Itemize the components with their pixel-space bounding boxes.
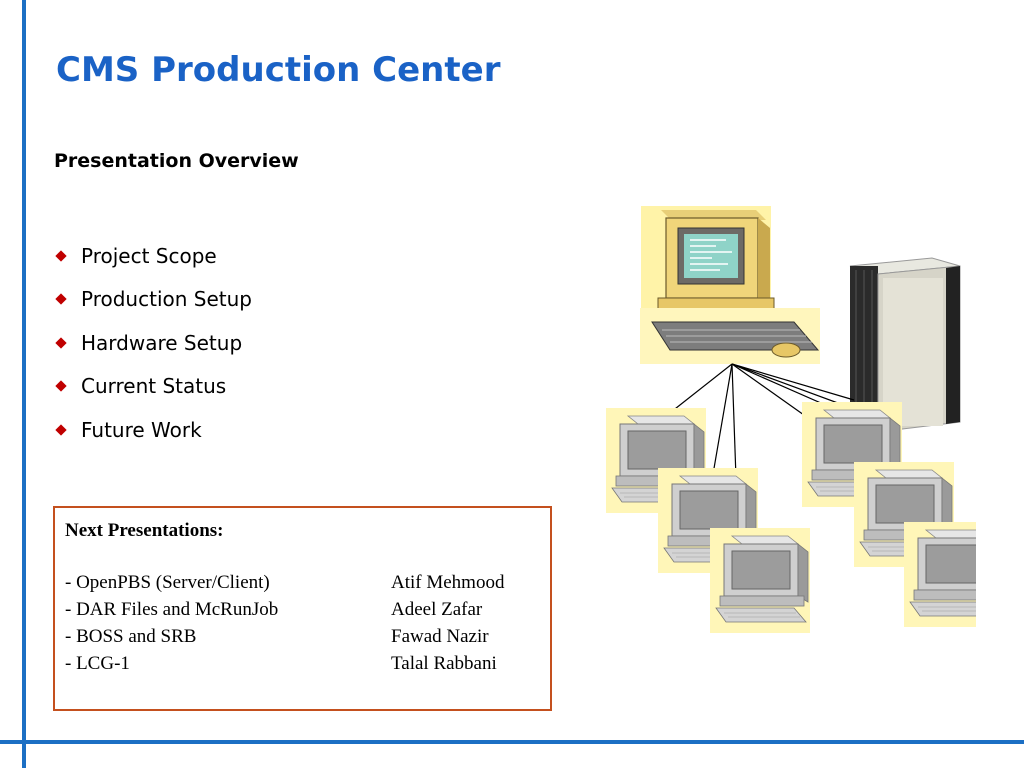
client-computer-icon (605, 401, 976, 634)
bullet-text: Production Setup (81, 287, 252, 312)
next-presentations-heading: Next Presentations: (65, 520, 224, 541)
next-presentations-box: Next Presentations: - OpenPBS (Server/Cl… (53, 506, 552, 711)
bullet-list: Project Scope Production Setup Hardware … (54, 234, 252, 452)
presenter-name: Adeel Zafar (391, 599, 483, 620)
diamond-bullet-icon (55, 250, 67, 262)
presentation-topic: - BOSS and SRB (65, 626, 197, 647)
bullet-item: Hardware Setup (54, 321, 252, 365)
bullet-text: Project Scope (81, 243, 217, 268)
presentation-row: - LCG-1 Talal Rabbani (65, 653, 545, 680)
workstation-icon (640, 206, 820, 364)
diamond-bullet-icon (55, 424, 67, 436)
slide-title: CMS Production Center (56, 50, 501, 90)
bottom-accent-line (0, 740, 1024, 744)
presentation-topic: - OpenPBS (Server/Client) (65, 572, 270, 593)
bullet-item: Production Setup (54, 278, 252, 322)
slide-subtitle: Presentation Overview (54, 150, 299, 172)
diamond-bullet-icon (55, 337, 67, 349)
diamond-bullet-icon (55, 293, 67, 305)
presentation-topic: - LCG-1 (65, 653, 130, 674)
bullet-text: Future Work (81, 417, 202, 442)
bullet-item: Project Scope (54, 234, 252, 278)
presentation-row: - OpenPBS (Server/Client) Atif Mehmood (65, 572, 545, 599)
presenter-name: Fawad Nazir (391, 626, 489, 647)
presentation-topic: - DAR Files and McRunJob (65, 599, 279, 620)
diamond-bullet-icon (55, 380, 67, 392)
bullet-item: Current Status (54, 365, 252, 409)
network-illustration (605, 206, 976, 634)
bullet-text: Current Status (81, 374, 227, 399)
presentation-row: - DAR Files and McRunJob Adeel Zafar (65, 599, 545, 626)
bullet-text: Hardware Setup (81, 330, 243, 355)
presenter-name: Talal Rabbani (391, 653, 497, 674)
presentation-row: - BOSS and SRB Fawad Nazir (65, 626, 545, 653)
left-accent-line (22, 0, 26, 768)
bullet-item: Future Work (54, 408, 252, 452)
presenter-name: Atif Mehmood (391, 572, 505, 593)
